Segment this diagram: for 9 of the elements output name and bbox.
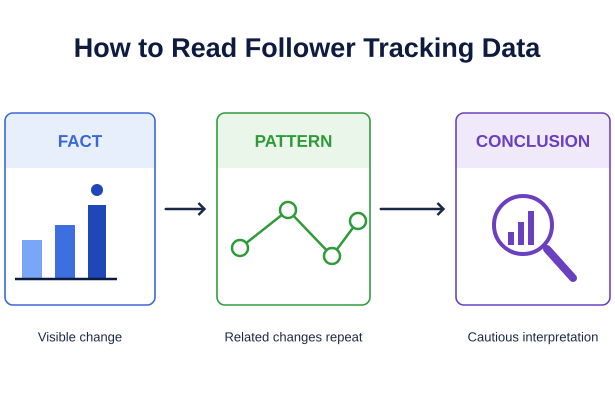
title: How to Read Follower Tracking Data: [76, 37, 540, 63]
arrow: [164, 202, 206, 216]
card: CONCLUSION: [455, 112, 611, 306]
card: PATTERN: [216, 112, 371, 306]
arrow: [380, 202, 446, 216]
card: FACT: [4, 112, 156, 306]
node-label: Cautious interpretation: [468, 332, 598, 344]
node-label: Visible change: [38, 332, 122, 344]
node-label: Related changes repeat: [226, 332, 362, 344]
